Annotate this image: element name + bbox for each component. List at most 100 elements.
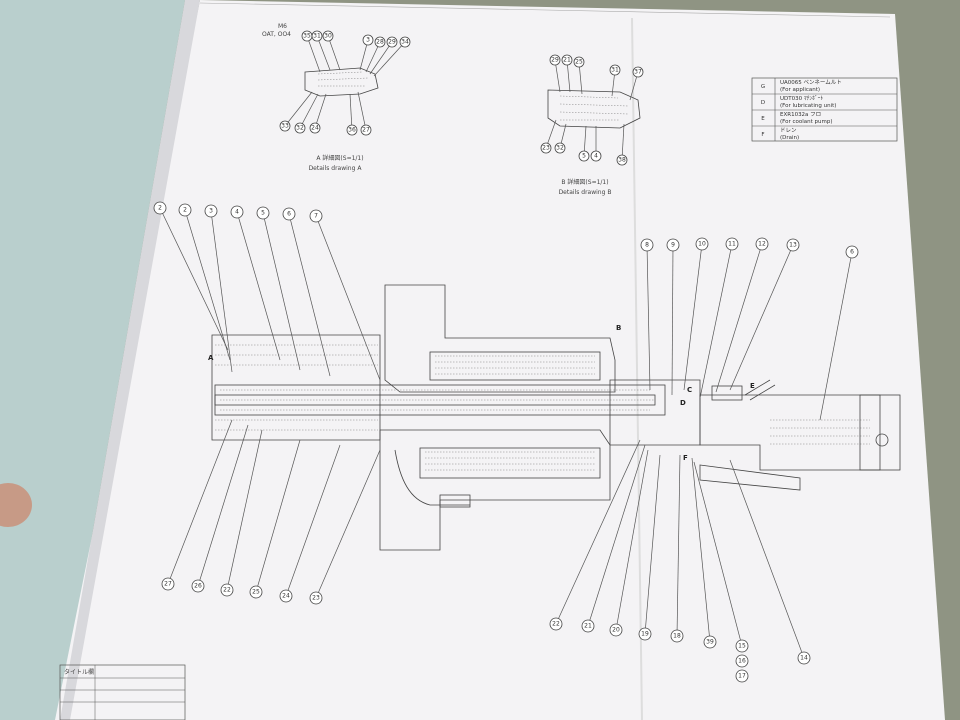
detail-b-callout-9-leader <box>621 123 625 161</box>
main-top-callout-5: 6 <box>282 207 331 377</box>
main-bottom-callout-3-circle <box>249 585 263 599</box>
main-bottom-callout-1-leader <box>197 424 249 587</box>
main-top-callout-12: 13 <box>729 238 800 391</box>
detail-a-callout-11: 27 <box>357 91 372 136</box>
detail-a-callout-6: 34 <box>373 36 411 77</box>
detail-a-caption-en: Details drawing A <box>309 165 363 172</box>
detail-a-callout-6-circle <box>399 36 411 48</box>
main-top-callout-0: 2 <box>153 201 229 351</box>
detail-a-callout-1-label: 31 <box>313 33 321 40</box>
main-top-callout-13-circle <box>845 245 859 259</box>
main-top-callout-3-label: 4 <box>235 209 239 216</box>
main-bottom-callout-2: 22 <box>220 429 263 597</box>
legend-key-d: D <box>761 100 765 106</box>
main-top-callout-0-label: 2 <box>158 205 162 212</box>
main-bottom-callout-9-circle <box>638 627 652 641</box>
main-bottom-callout-1: 26 <box>191 424 249 593</box>
detail-a-callout-6-label: 34 <box>401 39 409 46</box>
main-bottom-callout-15: 14 <box>729 459 811 665</box>
legend-text-d-1: (For lubricating unit) <box>780 103 836 109</box>
main-bottom-callout-11-leader <box>691 457 711 643</box>
detail-b-callout-7-circle <box>590 150 602 162</box>
main-top-callout-7-circle <box>640 238 654 252</box>
main-top-callout-5-circle <box>282 207 296 221</box>
detail-a-callout-1-circle <box>311 30 323 42</box>
detail-b-callout-8-circle <box>578 150 590 162</box>
main-bottom-callout-0: 27 <box>161 419 233 591</box>
main-bottom-callout-5: 23 <box>309 449 381 605</box>
detail-a-callout-11-leader <box>357 91 367 131</box>
detail-a-callout-4: 28 <box>365 36 386 73</box>
main-top-callout-13-label: 6 <box>850 249 854 256</box>
legend-key-g: G <box>761 84 765 90</box>
detail-a-callout-11-label: 27 <box>362 127 370 134</box>
main-bottom-callout-4-leader <box>285 444 341 597</box>
detail-a-callout-10-label: 36 <box>348 127 356 134</box>
main-top-callout-7: 8 <box>640 238 654 391</box>
main-top-callout-10-leader <box>699 243 733 399</box>
detail-b-callout-7: 4 <box>590 126 602 162</box>
detail-b-callout-4-label: 37 <box>634 69 642 76</box>
detail-a-callout-9: 24 <box>309 93 327 134</box>
main-top-callout-7-label: 8 <box>645 242 649 249</box>
main-bottom-callout-13: 16 <box>735 654 749 668</box>
main-bottom-callout-5-circle <box>309 591 323 605</box>
detail-b-callout-2-label: 25 <box>575 59 583 66</box>
main-bottom-callout-4: 24 <box>279 444 341 603</box>
detail-b-callout-8-label: 5 <box>582 153 586 160</box>
main-top-callout-7-leader <box>646 244 651 391</box>
detail-a-callout-0-label: 35 <box>303 33 311 40</box>
main-bottom-callout-12-circle <box>735 639 749 653</box>
main-bottom-callout-2-label: 22 <box>223 587 231 594</box>
main-bottom-callout-11-label: 39 <box>706 639 714 646</box>
detail-b-callout-9-circle <box>616 154 628 166</box>
detail-b-callout-6-circle <box>554 142 566 154</box>
detail-a-label-2: OAT, OO4 <box>262 31 291 38</box>
detail-a-callout-0-leader <box>306 35 321 73</box>
detail-a-callout-9-label: 24 <box>311 125 319 132</box>
main-bottom-callout-9: 19 <box>638 454 661 641</box>
detail-a-callout-7: 33 <box>279 91 313 132</box>
main-bottom-callout-11-circle <box>703 635 717 649</box>
main-top-callout-12-leader <box>729 244 794 391</box>
main-bottom-callout-10-circle <box>670 629 684 643</box>
detail-a-callout-6-leader <box>373 41 406 77</box>
section-letter-a: A <box>208 354 214 362</box>
main-bottom-callout-6-leader <box>555 439 641 625</box>
main-top-callout-6-circle <box>309 209 323 223</box>
legend-text-g-1: (For applicant) <box>780 87 820 93</box>
main-top-callout-2-label: 3 <box>209 208 213 215</box>
detail-a-callout-4-label: 28 <box>376 39 384 46</box>
main-top-callout-9-circle <box>695 237 709 251</box>
main-top-callout-12-circle <box>786 238 800 252</box>
section-letter-c: C <box>687 386 692 394</box>
detail-b-callout-6-label: 32 <box>556 145 564 152</box>
detail-b-callout-9-label: 38 <box>618 157 626 164</box>
legend-text-e-0: EXR1032a フロ <box>780 111 821 118</box>
thumb <box>0 483 32 527</box>
detail-a-callout-7-leader <box>284 91 313 127</box>
detail-a-callout-5-circle <box>386 36 398 48</box>
main-bottom-callout-10-label: 18 <box>673 633 681 640</box>
detail-b-callout-1-label: 21 <box>563 57 571 64</box>
main-top-callout-8-circle <box>666 238 680 252</box>
main-top-callout-6: 7 <box>309 209 381 381</box>
detail-a-callout-4-leader <box>365 41 381 73</box>
main-top-callout-1: 2 <box>178 203 231 361</box>
main-top-callout-12-label: 13 <box>789 242 797 249</box>
main-bottom-callout-13-label: 16 <box>738 658 746 665</box>
main-top-callout-2-leader <box>210 210 233 373</box>
detail-b-callout-9: 38 <box>616 123 628 166</box>
title-block-label: タイトル欄 <box>64 668 94 676</box>
detail-a-callout-2-label: 30 <box>324 33 332 40</box>
main-top-callout-11: 12 <box>715 237 769 393</box>
main-top-callout-9-leader <box>683 243 703 391</box>
main-bottom-callout-5-leader <box>315 449 381 599</box>
main-top-callout-4: 5 <box>256 206 301 371</box>
main-top-callout-9-label: 10 <box>698 241 706 248</box>
main-top-callout-10-label: 11 <box>728 241 736 248</box>
detail-a-callout-11-circle <box>360 124 372 136</box>
